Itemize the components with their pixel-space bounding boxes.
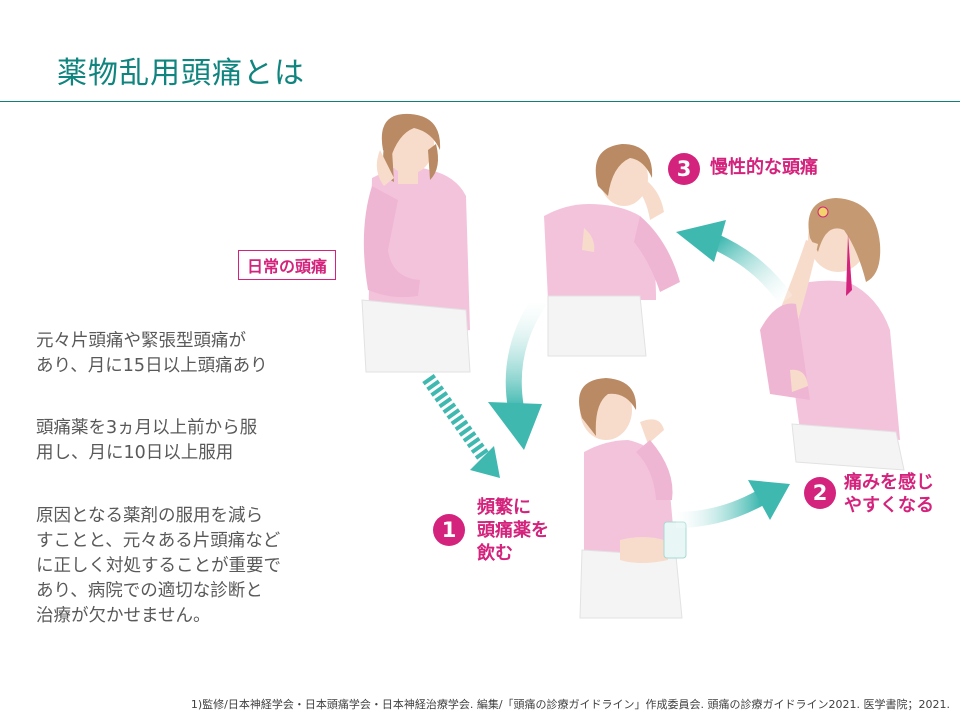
step-3-text: 慢性的な頭痛 — [710, 156, 818, 179]
woman-chronic-headache-figure — [544, 144, 680, 357]
step-1-line-1: 頻繁に — [477, 497, 531, 518]
description-paragraph-1: 元々片頭痛や緊張型頭痛が あり、月に15日以上頭痛あり — [36, 329, 296, 379]
step-1-line-3: 飲む — [477, 543, 513, 564]
arrow-step-2-to-3 — [676, 220, 793, 305]
step-2-callout: 2 痛みを感じ やすくなる — [804, 471, 934, 517]
woman-taking-medicine-figure — [579, 378, 687, 619]
step-2-text: 痛みを感じ やすくなる — [844, 471, 934, 517]
paragraph-1-line-2: あり、月に15日以上頭痛あり — [36, 356, 268, 376]
paragraph-2-line-1: 頭痛薬を3ヵ月以上前から服 — [36, 418, 258, 438]
arrow-step-1-to-2 — [675, 480, 790, 528]
step-3-callout: 3 慢性的な頭痛 — [668, 153, 818, 185]
step-1-badge: 1 — [433, 514, 465, 546]
footnote-citation: 1)監修/日本神経学会・日本頭痛学会・日本神経治療学会. 編集/「頭痛の診療ガイ… — [190, 698, 950, 711]
daily-headache-label: 日常の頭痛 — [238, 250, 337, 280]
dashed-arrow-to-step-1 — [422, 373, 500, 478]
paragraph-3-line-4: あり、病院での適切な診断と — [36, 581, 263, 601]
woman-daily-headache-figure — [361, 113, 471, 373]
step-2-line-1: 痛みを感じ — [844, 472, 934, 493]
woman-sensitive-figure — [760, 198, 905, 471]
description-paragraph-2: 頭痛薬を3ヵ月以上前から服 用し、月に10日以上服用 — [36, 416, 296, 466]
description-paragraph-3: 原因となる薬剤の服用を減ら すことと、元々ある片頭痛など に正しく対処することが… — [36, 504, 296, 629]
arrow-step-3-to-1 — [488, 295, 547, 450]
step-2-line-2: やすくなる — [844, 495, 934, 516]
title-divider — [0, 101, 960, 102]
paragraph-3-line-2: すことと、元々ある片頭痛など — [36, 531, 281, 551]
step-1-text: 頻繁に 頭痛薬を 飲む — [477, 496, 549, 565]
step-1-line-2: 頭痛薬を — [477, 520, 549, 541]
step-3-badge: 3 — [668, 153, 700, 185]
paragraph-3-line-1: 原因となる薬剤の服用を減ら — [36, 506, 263, 526]
paragraph-3-line-3: に正しく対処することが重要で — [36, 556, 281, 576]
page-title: 薬物乱用頭痛とは — [57, 56, 305, 91]
paragraph-2-line-2: 用し、月に10日以上服用 — [36, 443, 234, 463]
step-3-line-1: 慢性的な頭痛 — [710, 157, 818, 178]
step-1-callout: 1 頻繁に 頭痛薬を 飲む — [433, 496, 549, 565]
paragraph-1-line-1: 元々片頭痛や緊張型頭痛が — [36, 331, 246, 351]
paragraph-3-line-5: 治療が欠かせません。 — [36, 606, 211, 626]
step-2-badge: 2 — [804, 477, 836, 509]
